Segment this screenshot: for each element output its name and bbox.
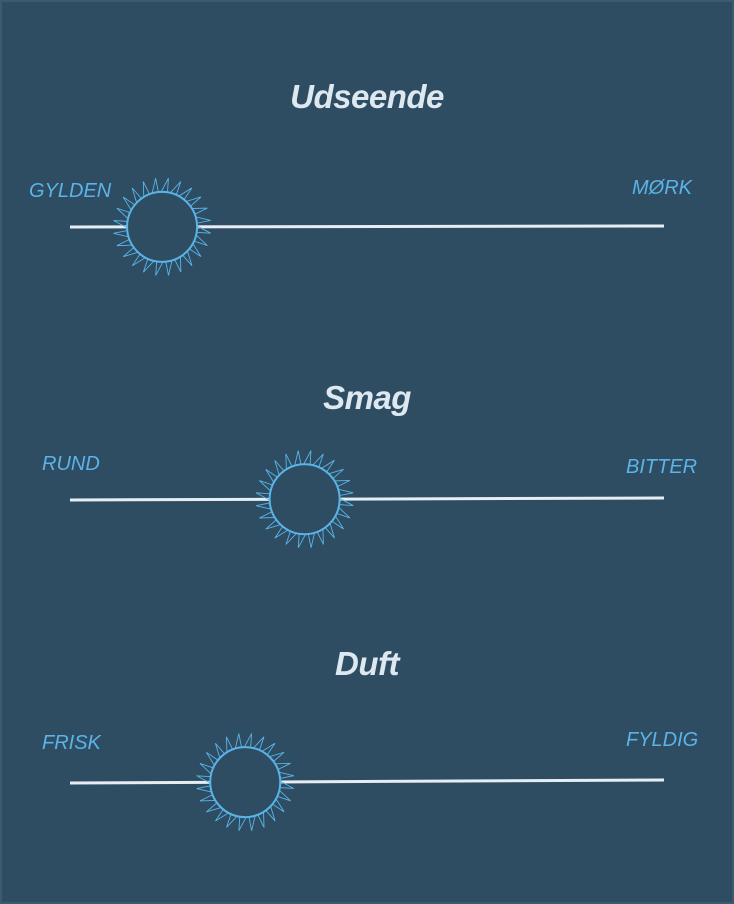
slider-left-label-smag: RUND: [42, 453, 100, 475]
slider-title-smag: Smag: [323, 379, 411, 416]
slider-title-duft: Duft: [335, 645, 399, 682]
slider-knob[interactable]: [268, 463, 341, 536]
slider-left-label-udseende: GYLDEN: [29, 180, 112, 202]
slider-udseende[interactable]: [0, 167, 734, 287]
sun-icon[interactable]: [196, 733, 295, 831]
slider-title-udseende: Udseende: [290, 78, 444, 115]
slider-right-label-smag: BITTER: [626, 456, 698, 478]
slider-right-label-udseende: MØRK: [632, 177, 692, 199]
slider-track[interactable]: [69, 778, 665, 785]
slider-left-label-duft: FRISK: [42, 732, 101, 754]
slider-knob[interactable]: [209, 746, 282, 819]
slider-duft[interactable]: [0, 720, 734, 840]
slider-smag[interactable]: [0, 437, 734, 557]
sun-icon[interactable]: [113, 178, 211, 276]
slider-knob[interactable]: [126, 190, 199, 263]
slider-right-label-duft: FYLDIG: [626, 729, 699, 751]
sun-icon[interactable]: [255, 450, 354, 549]
slider-track[interactable]: [69, 496, 665, 502]
